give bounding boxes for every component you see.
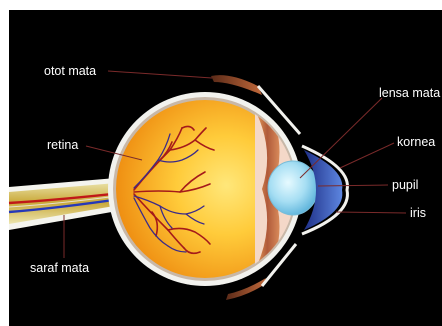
label-otot-mata: otot mata [44, 64, 96, 78]
leader-lensa-mata [300, 98, 382, 178]
label-saraf-mata: saraf mata [30, 261, 89, 275]
lens [268, 161, 318, 215]
label-retina: retina [47, 138, 78, 152]
leader-iris [336, 212, 406, 213]
label-kornea: kornea [397, 135, 435, 149]
leader-kornea [340, 143, 394, 168]
label-iris: iris [410, 206, 426, 220]
leader-otot-mata [108, 71, 212, 78]
label-pupil: pupil [392, 178, 418, 192]
label-lensa-mata: lensa mata [379, 86, 440, 100]
